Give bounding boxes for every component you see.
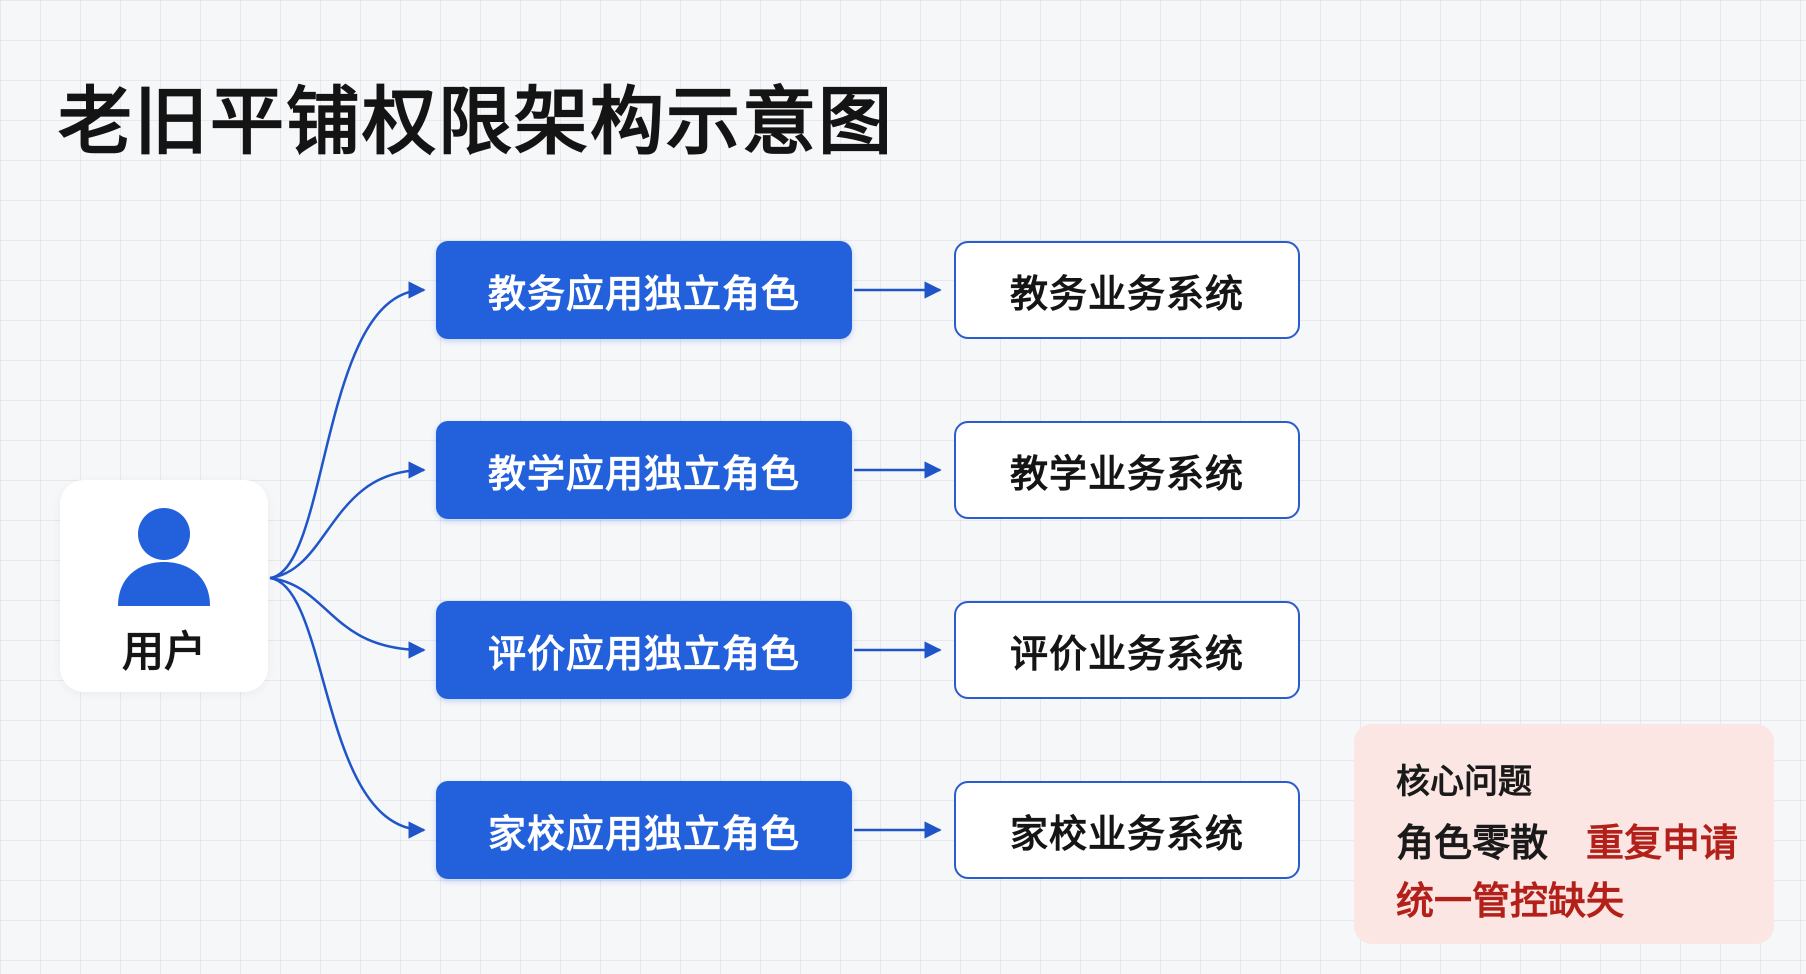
connector-user-role-1 — [269, 281, 426, 580]
system-box-evaluation: 评价业务系统 — [954, 601, 1300, 699]
page-title: 老旧平铺权限架构示意图 — [58, 79, 894, 165]
system-box-teaching: 教学业务系统 — [954, 421, 1300, 519]
issue-scattered-roles: 角色零散 — [1396, 821, 1549, 865]
role-box-home-school: 家校应用独立角色 — [436, 781, 852, 879]
system-box-academic-affairs: 教务业务系统 — [954, 241, 1300, 339]
user-icon — [118, 508, 210, 606]
connector-user-role-3 — [269, 576, 426, 659]
connector-user-role-4 — [269, 576, 426, 839]
core-issues-heading: 核心问题 — [1396, 762, 1532, 802]
system-box-home-school: 家校业务系统 — [954, 781, 1300, 879]
role-box-academic-affairs: 教务应用独立角色 — [436, 241, 852, 339]
issue-repeated-application: 重复申请 — [1586, 821, 1739, 865]
user-label: 用户 — [121, 627, 206, 676]
role-box-evaluation: 评价应用独立角色 — [436, 601, 852, 699]
connector-user-role-2 — [269, 461, 426, 580]
issue-missing-unified-control: 统一管控缺失 — [1396, 879, 1625, 923]
core-issues-card: 核心问题 角色零散重复申请 统一管控缺失 — [1354, 724, 1774, 944]
role-box-teaching: 教学应用独立角色 — [436, 421, 852, 519]
user-node: 用户 — [60, 480, 268, 692]
core-issues-line: 角色零散重复申请 — [1396, 812, 1756, 867]
